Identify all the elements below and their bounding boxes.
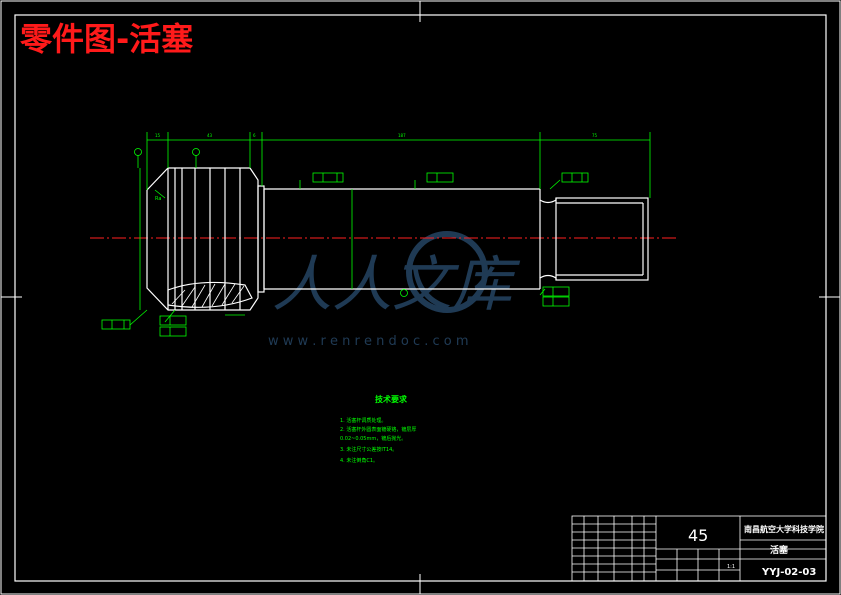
tech-req-item: 0.02~0.05mm，镀后抛光。 [340,435,406,442]
title-block-part-name: 活塞 [770,544,789,556]
tech-req-item: 2. 活塞杆外圆表面镀硬铬，镀层厚 [340,426,416,433]
title-block [571,515,827,582]
title-block-material: 45 [688,526,708,545]
svg-text:187: 187 [398,133,406,138]
title-block-scale: 1:1 [727,564,735,570]
watermark-brand: 人人文库 [272,250,521,320]
svg-text:15: 15 [155,133,161,138]
hatched-section [167,281,253,308]
watermark-url: w w w . r e n r e n d o c . c o m [268,334,469,349]
dimension-ticks: 15 43 6 187 75 [155,133,598,138]
piston-part [146,167,649,311]
tech-requirements: 技术要求 1. 活塞杆调质处理。 2. 活塞杆外圆表面镀硬铬，镀层厚 0.02~… [340,394,416,464]
dimensions [129,132,651,326]
page-title: 零件图-活塞 [20,20,193,58]
tech-req-item: 3. 未注尺寸公差按IT14。 [340,446,397,453]
title-block-drawing-no: YYJ-02-03 [761,567,816,578]
svg-text:43: 43 [207,133,213,138]
tech-req-item: 4. 未注倒角C1。 [340,457,378,464]
watermark: 人人文库 w w w . r e n r e n d o c . c o m [268,231,521,349]
title-block-school: 南昌航空大学科技学院 [744,524,824,534]
surface-roughness-mark: Ra [155,196,161,202]
svg-text:75: 75 [592,133,598,138]
datum-symbols [134,148,408,297]
tolerance-frames [101,172,589,337]
tech-req-item: 1. 活塞杆调质处理。 [340,417,386,424]
svg-text:6: 6 [253,133,256,138]
watermark-circle [406,231,488,313]
tech-requirements-heading: 技术要求 [375,394,408,404]
